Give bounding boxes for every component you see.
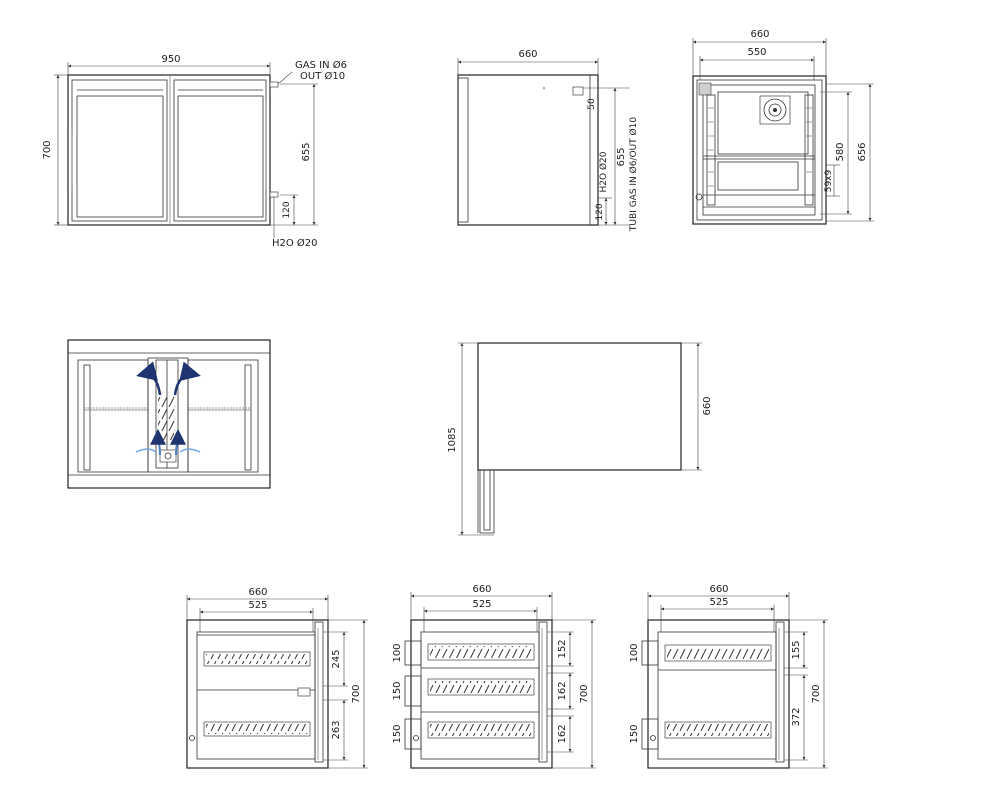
drawer-a-inner: 525: [248, 600, 267, 611]
section-dim-59x9: 59x9: [824, 169, 834, 192]
drawer-b-right-top: 152: [557, 639, 568, 658]
drawer-c-left-bot: 150: [629, 724, 640, 743]
top-view: 1085 660: [447, 342, 713, 536]
drawer-b-left-top: 100: [392, 643, 403, 662]
airflow-view: [67, 339, 271, 489]
section-dim-656: 656: [857, 142, 868, 161]
side-h2o-label: H2O Ø20: [598, 151, 609, 192]
drawer-c-inner: 525: [709, 597, 728, 608]
drawer-a-height: 700: [351, 684, 362, 703]
drawer-view-b: 100 150 150 660 525 152 162 162 700: [392, 584, 596, 769]
drawer-view-c: 100 150 660 525 155 372 700: [629, 584, 828, 769]
front-height-dim: 700: [42, 140, 53, 159]
side-dim-655: 655: [616, 147, 627, 166]
side-view: 660 50 H2O Ø20 655 120 TUBI GAS IN Ø6/OU…: [457, 49, 639, 232]
side-dim-50: 50: [587, 98, 597, 110]
drawer-b-left-bot: 150: [392, 724, 403, 743]
drawer-view-a: 660 525 245 263 700: [186, 587, 368, 769]
top-dim-1085: 1085: [447, 427, 458, 452]
drawer-c-height: 700: [811, 684, 822, 703]
drawer-b-right-bot: 162: [557, 724, 568, 743]
drawer-c-right-top: 155: [791, 640, 802, 659]
section-view: 660 550 580 656 59x9: [692, 29, 874, 225]
gas-label-line1: GAS IN Ø6: [295, 59, 347, 71]
top-dim-660: 660: [702, 396, 713, 415]
section-outer-width: 660: [750, 29, 769, 40]
section-dim-580: 580: [835, 142, 846, 161]
side-dim-120: 120: [595, 203, 605, 220]
front-view: 950 700 GAS IN Ø6 OUT Ø10 655 120 H2O Ø2…: [42, 54, 347, 249]
section-inner-width: 550: [747, 47, 766, 58]
drawer-b-inner: 525: [472, 599, 491, 610]
drawer-b-left-mid: 150: [392, 681, 403, 700]
drawer-a-lower: 263: [331, 720, 342, 739]
front-dim-655: 655: [301, 142, 312, 161]
drawer-c-right-bot: 372: [791, 707, 802, 726]
drawer-b-outer: 660: [472, 584, 491, 595]
drawer-a-outer: 660: [248, 587, 267, 598]
front-h2o-label: H2O Ø20: [272, 237, 318, 249]
side-tubi-label: TUBI GAS IN Ø6/OUT Ø10: [628, 117, 639, 232]
front-width-dim: 950: [161, 54, 180, 65]
side-width-dim: 660: [518, 49, 537, 60]
gas-label-line2: OUT Ø10: [300, 70, 345, 82]
drawer-a-upper: 245: [331, 649, 342, 668]
front-dim-120: 120: [282, 201, 292, 218]
drawer-b-height: 700: [579, 684, 590, 703]
drawer-b-right-mid: 162: [557, 681, 568, 700]
drawer-c-left-top: 100: [629, 643, 640, 662]
drawer-c-outer: 660: [709, 584, 728, 595]
